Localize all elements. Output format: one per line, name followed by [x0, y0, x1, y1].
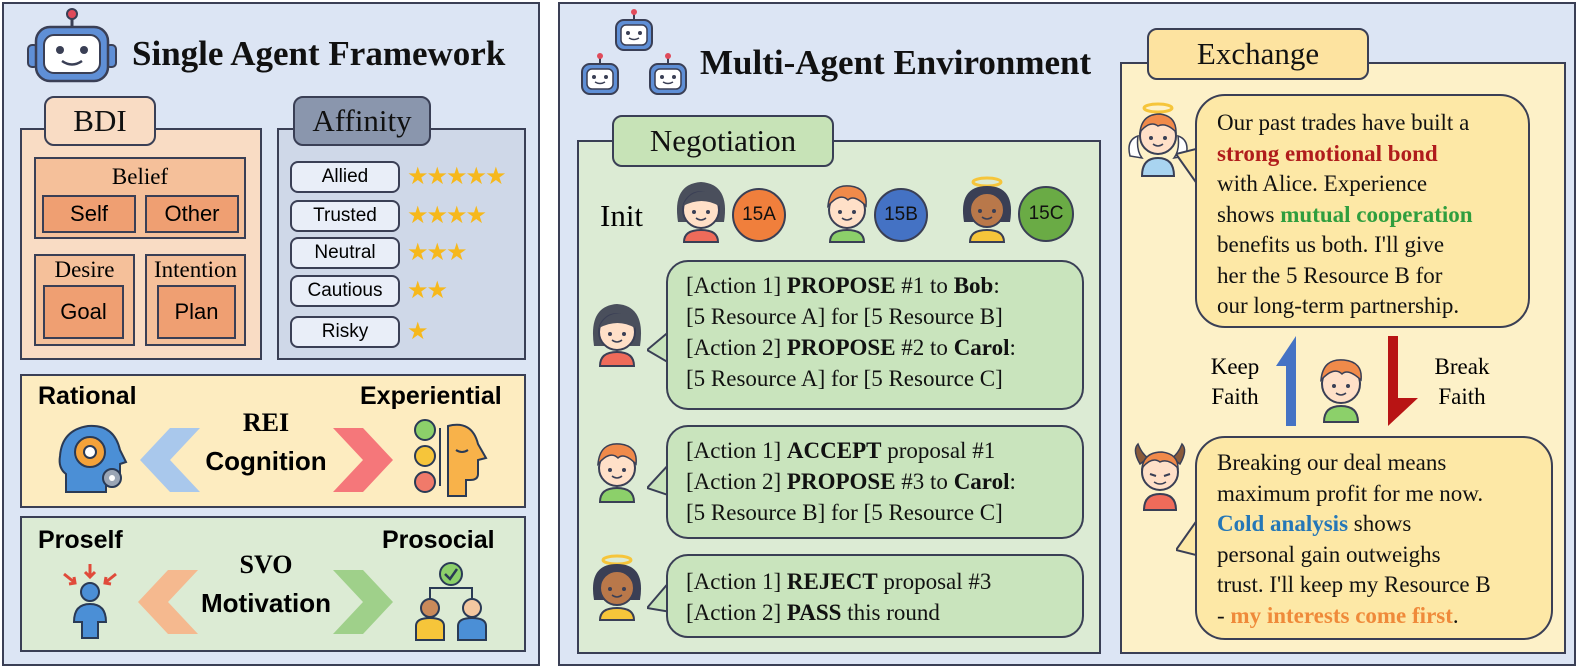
devil-speech-bubble: Breaking our deal means maximum profit f…: [1195, 436, 1553, 640]
affinity-cautious: Cautious: [290, 275, 400, 307]
init-label: Init: [600, 198, 644, 233]
belief-other: Other: [145, 195, 239, 233]
agent-c-badge: 15C: [1018, 186, 1074, 242]
stars-allied: ★★★★★: [407, 164, 507, 190]
devil-avatar-icon: [1134, 442, 1186, 511]
svo-center-line1: SVO: [239, 550, 293, 579]
rei-left-label: Rational: [38, 382, 137, 410]
stars-cautious: ★★: [407, 278, 448, 304]
multi-agent-title: Multi-Agent Environment: [700, 43, 1092, 82]
rei-right-label: Experiential: [360, 382, 502, 410]
single-agent-title: Single Agent Framework: [132, 34, 506, 73]
brain-gear-icon: [58, 424, 128, 493]
break-faith-arrow-icon: [1388, 336, 1418, 426]
belief-label: Belief: [111, 164, 169, 189]
bob-avatar-icon: [597, 443, 637, 503]
belief-self: Self: [42, 195, 136, 233]
alice-avatar-icon: [676, 182, 726, 243]
message-carol: [Action 1] REJECT proposal #3 [Action 2]…: [666, 554, 1084, 638]
robots-group-icon: [581, 9, 687, 95]
agent-a-badge: 15A: [732, 188, 786, 242]
stars-trusted: ★★★★: [407, 203, 487, 229]
chevron-left-icon: [140, 428, 200, 492]
rei-center-line2: Cognition: [205, 446, 327, 476]
people-cooperation-icon: [415, 562, 487, 641]
emotion-head-icon: [414, 419, 488, 497]
svo-center-line2: Motivation: [201, 588, 331, 618]
angel-speech-bubble: Our past trades have built a strong emot…: [1195, 94, 1530, 328]
carol-avatar-icon: [962, 176, 1012, 243]
message-bob: [Action 1] ACCEPT proposal #1 [Action 2]…: [666, 425, 1084, 539]
chevron-right-icon: [333, 428, 393, 492]
intention-label: Intention: [153, 257, 238, 282]
message-alice: [Action 1] PROPOSE #1 to Bob: [5 Resourc…: [666, 260, 1084, 410]
intention-plan: Plan: [157, 285, 236, 339]
rei-center-line1: REI: [242, 408, 290, 437]
affinity-neutral: Neutral: [290, 237, 400, 269]
bob-avatar-icon: [827, 185, 867, 243]
exchange-tab: Exchange: [1147, 28, 1369, 80]
svo-right-label: Prosocial: [382, 526, 495, 554]
affinity-tab: Affinity: [293, 96, 431, 146]
svo-left-label: Proself: [38, 526, 123, 554]
robot-icon: [27, 8, 117, 83]
keep-faith-arrow-icon: [1276, 336, 1296, 426]
chevron-left-icon: [138, 570, 198, 634]
affinity-allied: Allied: [290, 161, 400, 193]
desire-goal: Goal: [43, 285, 124, 339]
chevron-right-icon: [333, 570, 393, 634]
bdi-tab: BDI: [44, 96, 156, 146]
stars-risky: ★: [407, 319, 428, 345]
affinity-risky: Risky: [290, 316, 400, 348]
carol-avatar-icon: [592, 554, 642, 621]
alice-avatar-icon: [592, 304, 642, 367]
self-focus-icon: [63, 564, 117, 639]
agent-b-badge: 15B: [874, 188, 928, 242]
bob-avatar-icon: [1320, 359, 1362, 423]
affinity-trusted: Trusted: [290, 200, 400, 232]
desire-label: Desire: [54, 257, 115, 282]
stars-neutral: ★★★: [407, 240, 468, 266]
negotiation-tab: Negotiation: [612, 115, 834, 167]
